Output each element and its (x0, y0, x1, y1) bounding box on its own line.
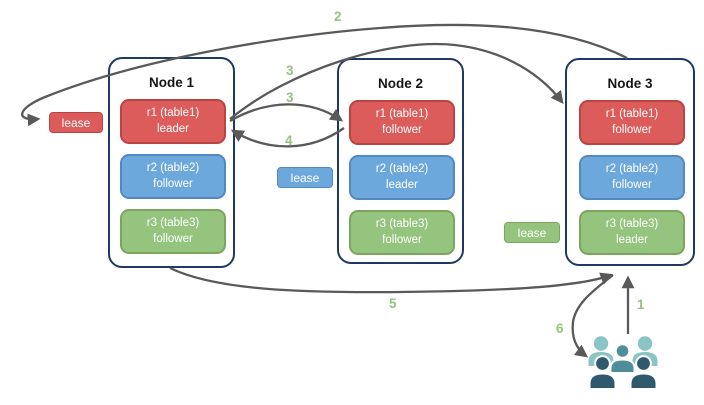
replica-name: r2 (table2) (375, 163, 429, 176)
node-3: Node 3 r1 (table1) follower r2 (table2) … (565, 58, 695, 266)
replica-name: r1 (table1) (375, 108, 429, 121)
replica-role: leader (157, 122, 189, 135)
node-1-replica-r2: r2 (table2) follower (120, 154, 226, 199)
lease-badge-blue: lease (277, 167, 333, 188)
node-1-replica-r1: r1 (table1) leader (120, 99, 226, 144)
replica-role: follower (612, 178, 652, 191)
replica-name: r3 (table3) (375, 218, 429, 231)
lease-badge-green: lease (504, 222, 560, 243)
node-1-replica-r3: r3 (table3) follower (120, 209, 226, 254)
node-1-title: Node 1 (148, 75, 194, 90)
arrow-step6-node3-to-users (571, 274, 614, 358)
replica-name: r3 (table3) (146, 217, 200, 230)
replica-name: r1 (table1) (146, 107, 200, 120)
replica-role: follower (382, 233, 422, 246)
replica-name: r3 (table3) (605, 218, 659, 231)
node-1: Node 1 r1 (table1) leader r2 (table2) fo… (108, 57, 235, 268)
node-2-title: Node 2 (377, 76, 423, 91)
arrow-label-step5: 5 (389, 296, 397, 311)
replica-name: r2 (table2) (605, 163, 659, 176)
arrow-label-step3a: 3 (286, 63, 294, 78)
node-3-replica-r2: r2 (table2) follower (579, 155, 685, 200)
node-3-replica-r1: r1 (table1) follower (579, 100, 685, 145)
node-3-title: Node 3 (607, 76, 653, 91)
node-2-replica-r3: r3 (table3) follower (349, 210, 455, 255)
arrow-step3-node1-to-node2 (229, 103, 344, 122)
users-group-icon (588, 336, 658, 390)
lease-badge-red: lease (49, 112, 103, 133)
node-2-replica-r1: r1 (table1) follower (349, 100, 455, 145)
replica-name: r1 (table1) (605, 108, 659, 121)
replica-role: follower (153, 232, 193, 245)
arrow-step5-node1-to-node3 (169, 266, 614, 294)
arrow-label-step3b: 3 (286, 90, 294, 105)
node-3-replica-r3: r3 (table3) leader (579, 210, 685, 255)
arrow-label-step2: 2 (334, 9, 342, 24)
arrow-label-step6: 6 (556, 321, 564, 336)
replica-role: follower (612, 123, 652, 136)
replica-role: leader (616, 233, 648, 246)
arrow-label-step1: 1 (637, 297, 645, 312)
arrow-label-step4: 4 (285, 133, 293, 148)
replica-name: r2 (table2) (146, 162, 200, 175)
node-2-replica-r2: r2 (table2) leader (349, 155, 455, 200)
replica-role: leader (386, 178, 418, 191)
replica-role: follower (382, 123, 422, 136)
node-2: Node 2 r1 (table1) follower r2 (table2) … (337, 58, 464, 264)
replica-role: follower (153, 177, 193, 190)
